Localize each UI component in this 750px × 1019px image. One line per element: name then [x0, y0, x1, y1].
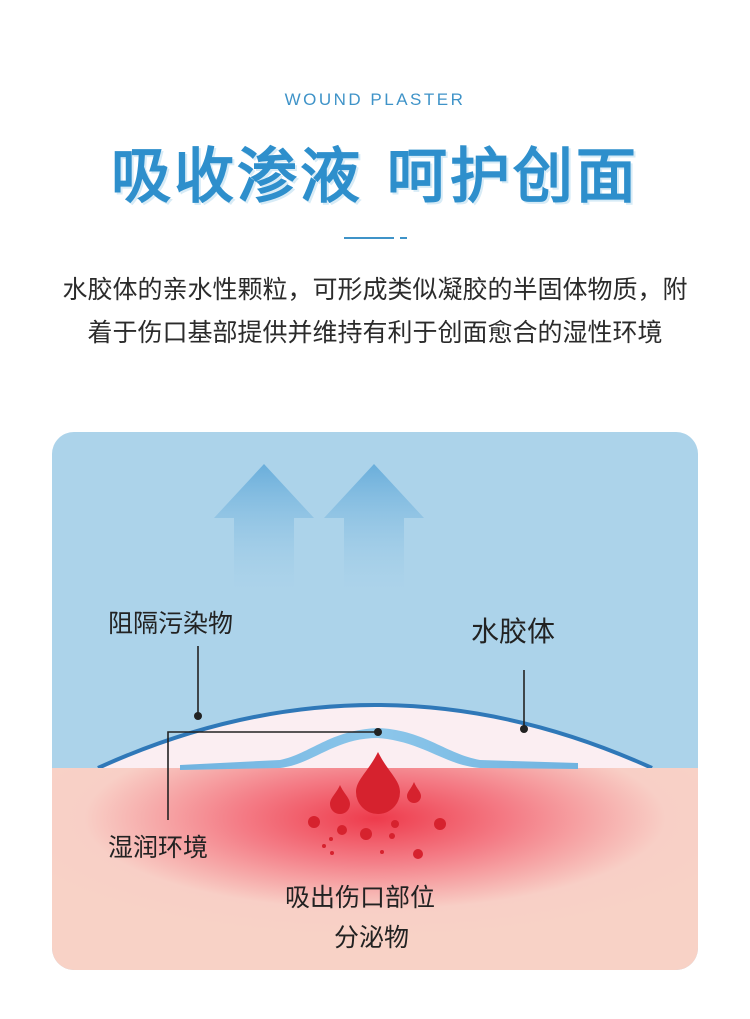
leader-dots: [194, 712, 528, 736]
arrow-up-icon: [214, 464, 314, 592]
moist-environment-label: 湿润环境: [108, 833, 209, 862]
hydrocolloid-label: 水胶体: [471, 615, 556, 648]
page-title: 吸收渗液 呵护创面: [111, 142, 639, 212]
absorb-label-line1: 吸出伤口部位: [285, 883, 436, 912]
barrier-label: 阻隔污染物: [108, 609, 234, 638]
blood-drop-icon: [330, 785, 350, 814]
dome-outline: [97, 703, 653, 770]
hydrocolloid-illustration: 阻隔污染物 水胶体 湿润环境 吸出伤口部位 分泌物: [52, 432, 698, 970]
title-divider: [344, 237, 394, 239]
illustration-canvas: [52, 432, 698, 970]
moist-film: [180, 728, 578, 770]
section-subtitle: WOUND PLASTER: [284, 90, 466, 109]
leader-lines: [167, 646, 525, 820]
arrow-up-icon: [324, 464, 424, 592]
blood-drop-icon: [356, 752, 400, 814]
blood-drop-icon: [407, 782, 421, 803]
description-text: 水胶体的亲水性颗粒，可形成类似凝胶的半固体物质，附着于伤口基部提供并维持有利于创…: [62, 275, 688, 347]
title-divider-dot: [400, 237, 407, 239]
absorb-label-line2: 分泌物: [334, 923, 410, 952]
secretion-dots: [308, 816, 446, 859]
